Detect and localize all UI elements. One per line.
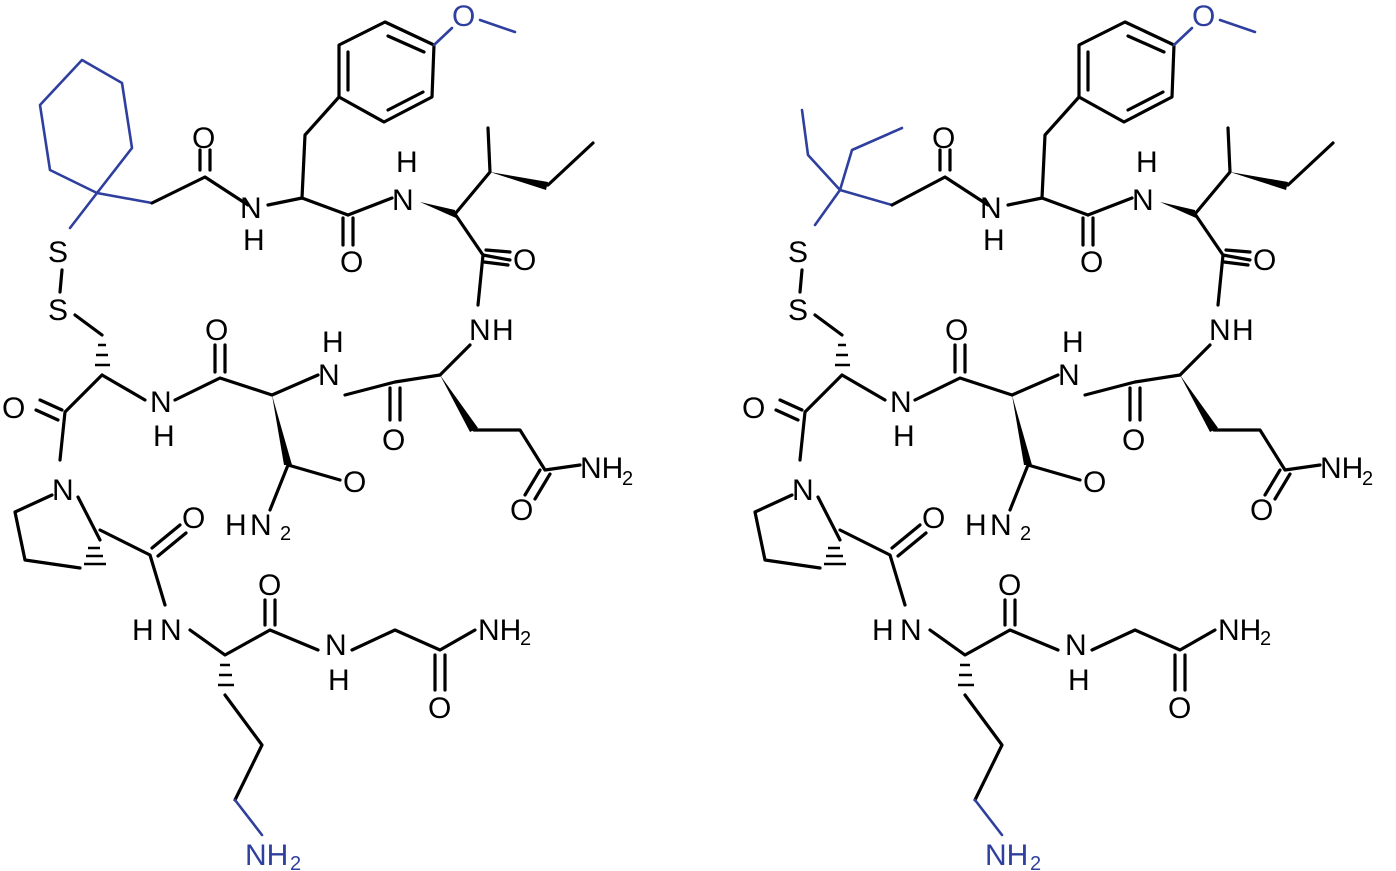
svg-text:O: O bbox=[343, 466, 366, 499]
svg-text:H: H bbox=[322, 326, 344, 359]
svg-text:H: H bbox=[1232, 314, 1254, 347]
svg-text:H: H bbox=[243, 224, 265, 257]
subscripts: 2 2 2 2 2 2 2 2 bbox=[280, 468, 1373, 871]
structure-diethyl-analog: O O N H O N H O N H S S O N H O N bbox=[742, 0, 1363, 871]
cyclohexane-ring bbox=[38, 58, 134, 195]
structure-cyclohexyl-analog: O O N H O N H O N H S S O N H bbox=[2, 0, 623, 871]
sulfur-1: S bbox=[48, 236, 68, 269]
svg-text:N: N bbox=[890, 386, 912, 419]
svg-text:H: H bbox=[396, 146, 418, 179]
methoxy-o-bond bbox=[432, 26, 454, 47]
svg-text:O: O bbox=[2, 392, 25, 425]
cyclohexyl-ch2-bond bbox=[95, 191, 154, 205]
svg-text:N: N bbox=[325, 629, 347, 662]
sulfur-2-b: S bbox=[788, 294, 808, 327]
svg-text:N: N bbox=[318, 359, 340, 392]
svg-text:N: N bbox=[469, 314, 491, 347]
svg-text:H: H bbox=[893, 420, 915, 453]
phenyl-ring bbox=[337, 20, 436, 124]
svg-text:2: 2 bbox=[1260, 628, 1271, 650]
svg-text:O: O bbox=[258, 569, 281, 602]
svg-text:N: N bbox=[160, 614, 182, 647]
svg-text:2: 2 bbox=[1030, 853, 1041, 871]
svg-text:N: N bbox=[1209, 314, 1231, 347]
sulfur-1-b: S bbox=[788, 236, 808, 269]
svg-text:O: O bbox=[1083, 466, 1106, 499]
ethyl-1 bbox=[800, 108, 842, 192]
svg-text:N: N bbox=[980, 192, 1002, 225]
svg-text:O: O bbox=[932, 122, 955, 155]
svg-text:N: N bbox=[250, 509, 272, 542]
svg-text:O: O bbox=[998, 569, 1021, 602]
svg-text:N: N bbox=[900, 614, 922, 647]
svg-text:H: H bbox=[1136, 146, 1158, 179]
svg-text:2: 2 bbox=[520, 628, 531, 650]
svg-text:N: N bbox=[1058, 359, 1080, 392]
svg-text:H: H bbox=[1062, 326, 1084, 359]
svg-text:O: O bbox=[945, 314, 968, 347]
svg-text:O: O bbox=[510, 494, 533, 527]
svg-text:NH: NH bbox=[1218, 614, 1261, 647]
svg-text:O: O bbox=[1168, 692, 1191, 725]
svg-text:N: N bbox=[990, 509, 1012, 542]
svg-text:H: H bbox=[965, 509, 987, 542]
svg-text:2: 2 bbox=[622, 468, 633, 490]
svg-text:H: H bbox=[872, 614, 894, 647]
svg-text:H: H bbox=[132, 614, 154, 647]
cyclohexyl-s-bond bbox=[68, 191, 99, 230]
svg-text:2: 2 bbox=[280, 523, 291, 545]
proline-n-2: N bbox=[792, 474, 814, 507]
methoxy-methyl-bond bbox=[478, 18, 517, 34]
svg-text:N: N bbox=[240, 192, 262, 225]
sulfur-2: S bbox=[48, 294, 68, 327]
ethyl-2 bbox=[838, 126, 904, 192]
svg-text:O: O bbox=[192, 122, 215, 155]
svg-text:N: N bbox=[150, 386, 172, 419]
svg-text:H: H bbox=[1068, 664, 1090, 697]
svg-text:H: H bbox=[328, 664, 350, 697]
svg-text:2: 2 bbox=[1020, 523, 1031, 545]
svg-text:H: H bbox=[983, 224, 1005, 257]
svg-text:O: O bbox=[428, 692, 451, 725]
svg-text:H: H bbox=[492, 314, 514, 347]
svg-text:O: O bbox=[1250, 494, 1273, 527]
svg-text:NH: NH bbox=[1320, 452, 1363, 485]
svg-text:N: N bbox=[392, 184, 414, 217]
svg-text:NH: NH bbox=[580, 452, 623, 485]
svg-text:N: N bbox=[1132, 184, 1154, 217]
svg-text:O: O bbox=[742, 392, 765, 425]
svg-text:2: 2 bbox=[290, 853, 301, 871]
proline-n: N bbox=[52, 474, 74, 507]
svg-text:H: H bbox=[225, 509, 247, 542]
svg-text:H: H bbox=[153, 420, 175, 453]
svg-text:O: O bbox=[1253, 244, 1276, 277]
svg-text:O: O bbox=[1080, 246, 1103, 279]
svg-text:O: O bbox=[340, 246, 363, 279]
svg-text:O: O bbox=[382, 424, 405, 457]
svg-text:N: N bbox=[1065, 629, 1087, 662]
svg-text:NH: NH bbox=[478, 614, 521, 647]
svg-text:O: O bbox=[1122, 424, 1145, 457]
svg-text:O: O bbox=[513, 244, 536, 277]
svg-text:2: 2 bbox=[1362, 468, 1373, 490]
methoxy-o: O bbox=[452, 0, 475, 33]
methoxy-o-2: O bbox=[1192, 0, 1215, 33]
phenyl-ring-2 bbox=[1077, 20, 1176, 124]
amine-nh2: NH bbox=[245, 839, 288, 871]
svg-text:O: O bbox=[205, 314, 228, 347]
svg-text:O: O bbox=[182, 502, 205, 535]
svg-text:O: O bbox=[922, 502, 945, 535]
amine-nh2-2: NH bbox=[985, 839, 1028, 871]
